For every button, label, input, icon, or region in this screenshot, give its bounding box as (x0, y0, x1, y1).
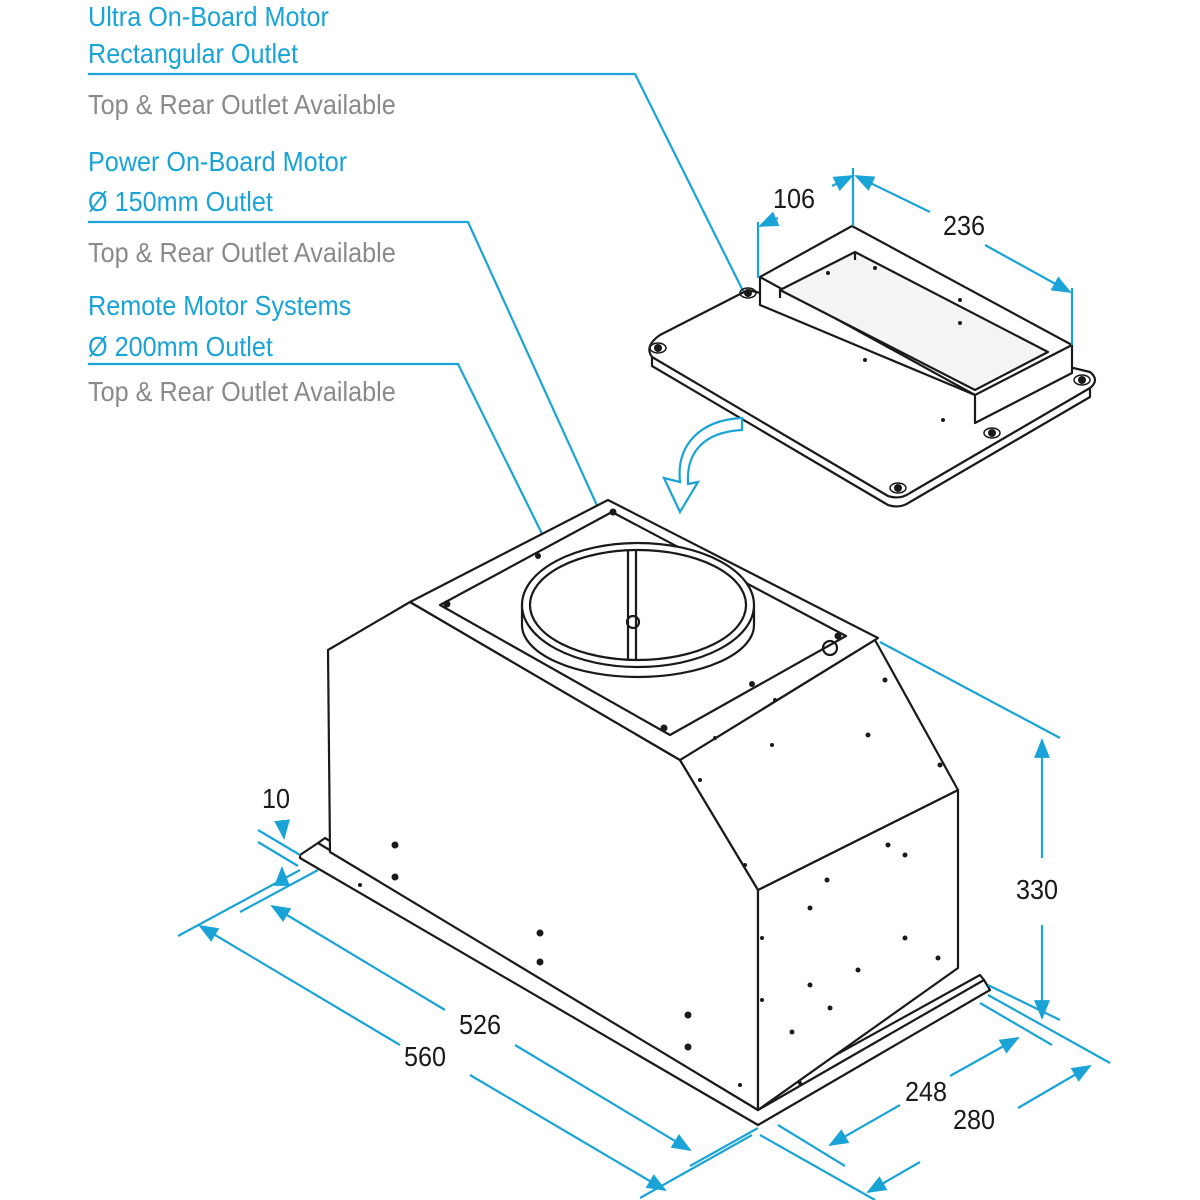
ultra-outlet-note: Top & Rear Outlet Available (88, 89, 396, 120)
200mm-outlet-label: Ø 200mm Outlet (88, 331, 273, 362)
dim-flange: 10 (262, 783, 291, 814)
adapter-plate-edge (650, 357, 1092, 508)
150mm-outlet-label: Ø 150mm Outlet (88, 186, 273, 217)
spigot-ring (520, 541, 756, 669)
leader-lines (88, 72, 761, 561)
rectangular-adapter (648, 224, 1097, 508)
dim-outer-depth: 280 (953, 1104, 996, 1135)
power-motor-label: Power On-Board Motor (88, 146, 348, 177)
dim-outer-length: 560 (404, 1041, 447, 1072)
dim-adapter-width: 236 (943, 210, 986, 241)
assembly-arrow (662, 416, 744, 515)
ultra-motor-label: Ultra On-Board Motor (88, 1, 329, 32)
dim-adapter-depth: 106 (773, 183, 816, 214)
remote-motor-label: Remote Motor Systems (88, 290, 352, 321)
rectangular-outlet-label: Rectangular Outlet (88, 38, 299, 69)
remote-leader-line (88, 362, 556, 561)
ultra-leader-line (88, 72, 761, 326)
dim-inner-length: 526 (459, 1009, 502, 1040)
adapter-collar-inner (778, 250, 1050, 392)
dim-height: 330 (1016, 874, 1059, 905)
dim-inner-depth: 248 (905, 1076, 948, 1107)
dimension-lines (177, 168, 1111, 1200)
hood-body (298, 498, 992, 1127)
remote-outlet-note: Top & Rear Outlet Available (88, 376, 396, 407)
power-outlet-note: Top & Rear Outlet Available (88, 237, 396, 268)
power-leader-line (88, 220, 617, 546)
